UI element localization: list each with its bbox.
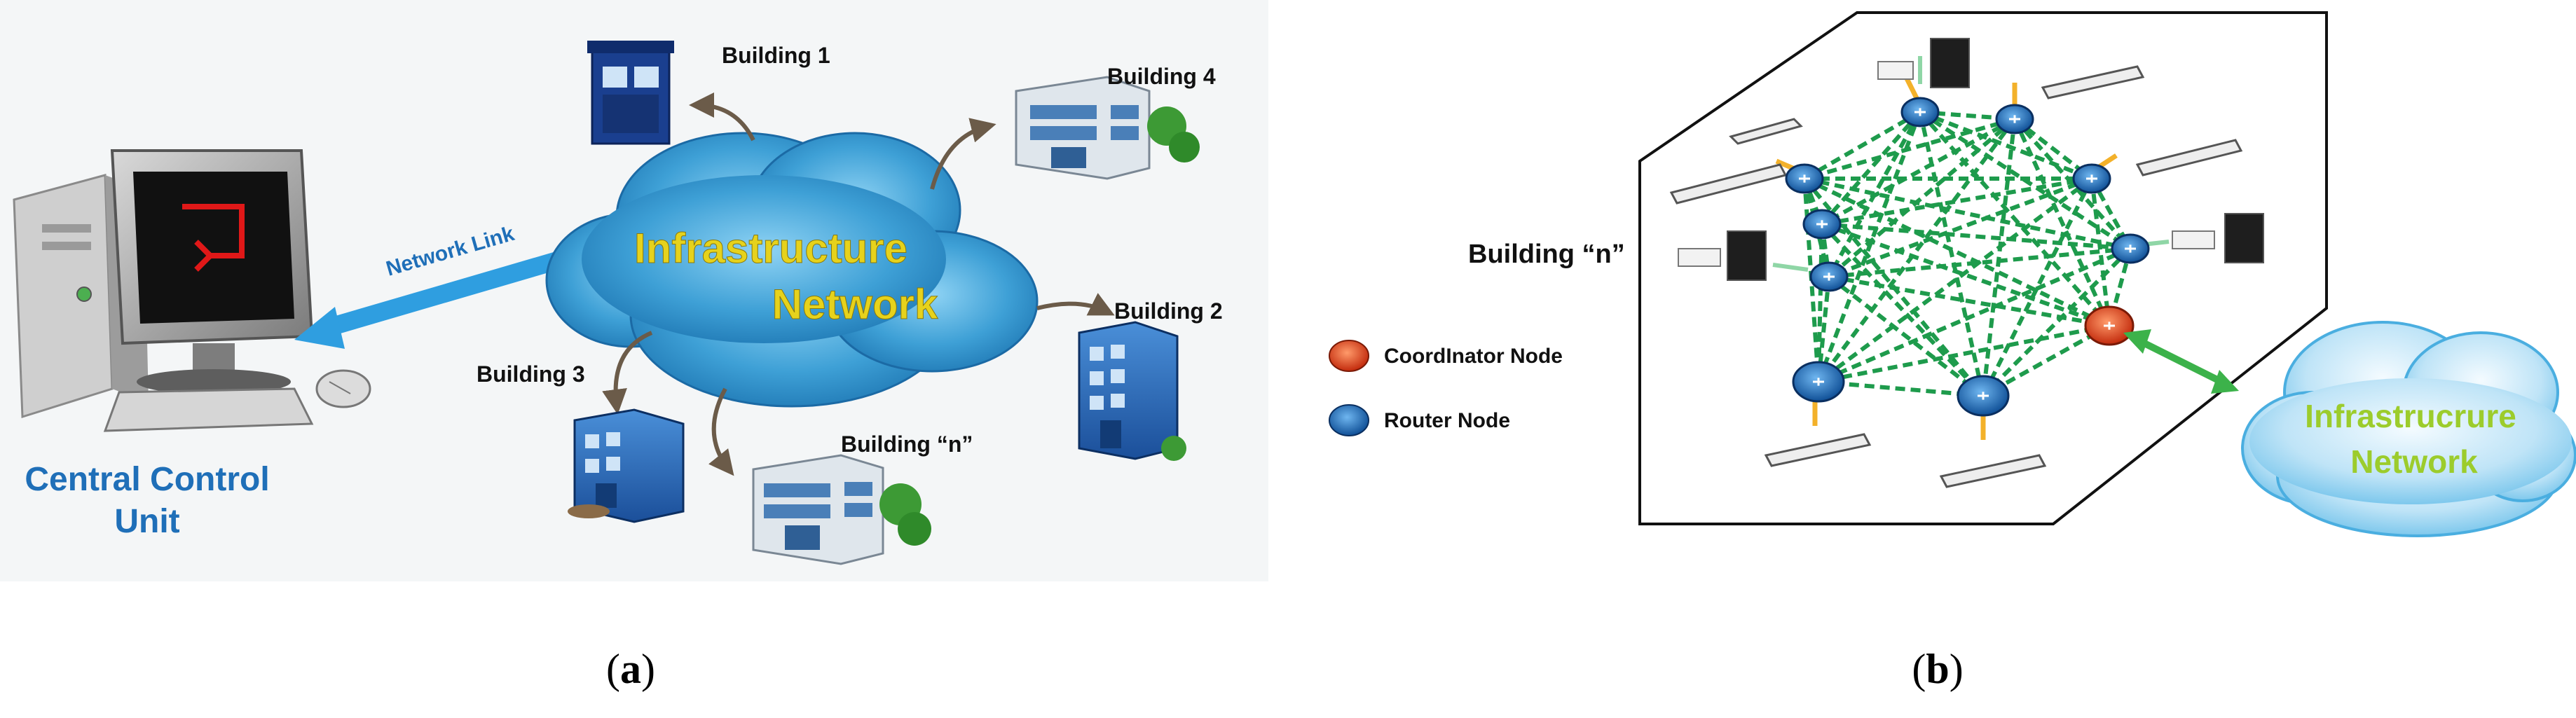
mesh-link bbox=[1816, 111, 1922, 383]
mesh-link bbox=[1817, 247, 2132, 384]
panel-b: Building “n” CoordInator Node Router Nod… bbox=[1329, 11, 2576, 692]
coordinator-node-icon bbox=[2084, 305, 2135, 346]
legend: CoordInator Node Router Node bbox=[1329, 340, 1563, 436]
building-n-label-b: Building “n” bbox=[1468, 240, 1625, 269]
mesh-link bbox=[1828, 275, 1985, 398]
mesh-link bbox=[1828, 247, 2131, 279]
caption-a-close: ) bbox=[641, 646, 655, 692]
mesh-link bbox=[1828, 177, 2093, 279]
ccu-label-line2: Unit bbox=[114, 503, 179, 540]
legend-router-label: Router Node bbox=[1384, 409, 1510, 432]
mesh-link bbox=[1818, 324, 2110, 384]
mesh-link bbox=[1804, 177, 2131, 251]
mesh-link bbox=[1981, 177, 2094, 397]
cloud-label-line2: Network bbox=[772, 281, 938, 328]
hvac-unit-icon bbox=[1678, 38, 2264, 281]
mesh-nodes bbox=[1785, 97, 2150, 417]
mesh-link bbox=[2090, 178, 2111, 326]
mesh-link bbox=[1918, 111, 1985, 396]
mesh-link bbox=[1816, 118, 2017, 383]
mesh-link bbox=[1803, 177, 2111, 328]
router-node-icon bbox=[1802, 209, 1842, 240]
mesh-link bbox=[1918, 111, 2111, 327]
mesh-link bbox=[1821, 222, 2111, 328]
mouse-icon bbox=[315, 369, 371, 408]
router-node-icon bbox=[1900, 97, 1940, 127]
building-icon bbox=[568, 408, 685, 523]
building-n-label: Building “n” bbox=[841, 432, 973, 457]
caption-a: (a) bbox=[606, 646, 655, 692]
cloud-link-arrow bbox=[2123, 329, 2239, 394]
mesh-link bbox=[2013, 118, 2111, 327]
cloud-b-label-line1: Infrastrucrure bbox=[2305, 398, 2516, 434]
building-4-label: Building 4 bbox=[1107, 64, 1216, 89]
ccu-label-line1: Central Control bbox=[25, 461, 269, 498]
mesh-link bbox=[1821, 222, 2131, 251]
building-icon bbox=[1078, 321, 1186, 461]
light-fixture-icon bbox=[1669, 65, 2243, 488]
router-node-icon bbox=[1792, 361, 1845, 403]
router-node-icon bbox=[1329, 404, 1369, 436]
mesh-link bbox=[1816, 276, 1831, 382]
cloud-icon bbox=[545, 132, 1039, 408]
mesh-link bbox=[1981, 118, 2017, 396]
caption-b-open: ( bbox=[1912, 646, 1926, 692]
building-icon bbox=[752, 454, 931, 565]
building-connectors bbox=[602, 92, 1115, 476]
legend-coordinator-label: CoordInator Node bbox=[1384, 345, 1563, 368]
caption-b-letter: b bbox=[1926, 646, 1949, 692]
caption-a-letter: a bbox=[620, 646, 641, 692]
caption-a-open: ( bbox=[606, 646, 620, 692]
router-node-icon bbox=[1957, 375, 2010, 417]
cloud-b-label-line2: Network bbox=[2350, 443, 2478, 480]
router-node-icon bbox=[2111, 233, 2150, 264]
mesh-link bbox=[1804, 117, 2015, 181]
mesh-link bbox=[1828, 117, 2016, 279]
caption-b-close: ) bbox=[1950, 646, 1964, 692]
mesh-link bbox=[1828, 275, 2110, 328]
building-2-label: Building 2 bbox=[1114, 298, 1223, 324]
mesh-link bbox=[1820, 222, 1985, 398]
router-node-icon bbox=[1809, 261, 1849, 292]
computer-icon bbox=[13, 149, 371, 432]
coordinator-node-icon bbox=[1329, 340, 1369, 372]
building-1-label: Building 1 bbox=[722, 43, 830, 68]
mesh-link bbox=[1982, 324, 2111, 398]
phone-booth-icon bbox=[587, 41, 674, 145]
building-icon bbox=[1015, 76, 1200, 180]
building-3-label: Building 3 bbox=[477, 361, 585, 387]
router-node-icon bbox=[2072, 163, 2111, 194]
router-node-icon bbox=[1995, 104, 2034, 134]
mesh-link bbox=[1821, 117, 2016, 226]
caption-b: (b) bbox=[1912, 646, 1963, 692]
cloud-icon bbox=[2241, 321, 2576, 537]
cloud-label-line1: Infrastructure bbox=[634, 225, 907, 272]
mesh-link bbox=[1981, 247, 2132, 398]
mesh-link bbox=[1803, 110, 1921, 181]
mesh-links bbox=[1802, 110, 2132, 398]
panel-a: Central Control Unit Network Link Infras… bbox=[0, 0, 1268, 692]
mesh-link bbox=[1817, 177, 2093, 384]
mesh-link bbox=[1818, 380, 1984, 398]
router-node-icon bbox=[1785, 163, 1824, 194]
mesh-link bbox=[1820, 111, 1922, 226]
